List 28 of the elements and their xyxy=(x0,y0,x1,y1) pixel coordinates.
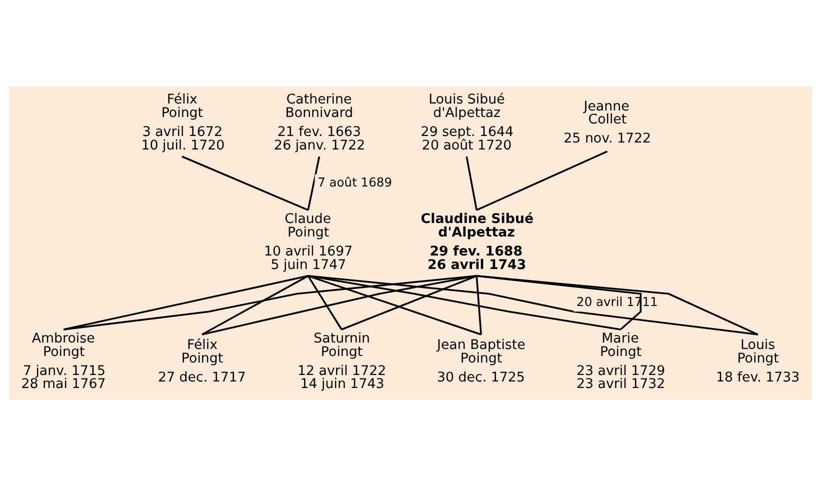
connector xyxy=(306,274,342,330)
node-text: Ambroise Poingt 7 janv. 1715 28 mai 1767 xyxy=(20,330,106,392)
connector xyxy=(181,155,308,210)
connector xyxy=(308,274,758,335)
node-text: Félix Poingt 27 dec. 1717 xyxy=(157,338,246,385)
connector xyxy=(306,156,320,210)
node-text: Catherine Bonnivard 21 fev. 1663 26 janv. 1722 xyxy=(274,92,365,153)
connector xyxy=(63,274,476,330)
connector xyxy=(476,274,758,335)
connector xyxy=(340,274,476,330)
connector xyxy=(201,274,476,335)
connector xyxy=(475,275,482,334)
edge-label: 7 août 1689 xyxy=(317,174,392,189)
connector xyxy=(63,274,308,330)
connector xyxy=(307,274,481,335)
connector xyxy=(307,274,620,330)
node-text: Claudine Sibué d'Alpettaz 29 fev. 1688 26 avril 1743 xyxy=(420,212,534,272)
node-text: Saturnin Poingt 12 avril 1722 14 juin 1743 xyxy=(297,330,386,392)
connector xyxy=(201,274,308,335)
node-text: Claude Poingt 10 avril 1697 5 juin 1747 xyxy=(264,212,352,272)
node-text: Louis Poingt 18 fev. 1733 xyxy=(716,338,800,385)
node-text: Jean Baptiste Poingt 30 dec. 1725 xyxy=(436,338,525,385)
node-text: Louis Sibué d'Alpettaz 29 sept. 1644 20 août 1720 xyxy=(420,92,514,153)
connector xyxy=(465,156,477,210)
node-text: Félix Poingt 3 avril 1672 10 juil. 1720 xyxy=(140,92,224,153)
node-text: Marie Poingt 23 avril 1729 23 avril 1732 xyxy=(576,330,665,392)
node-text: Jeanne Collet 25 nov. 1722 xyxy=(563,98,651,146)
connector xyxy=(476,150,608,210)
